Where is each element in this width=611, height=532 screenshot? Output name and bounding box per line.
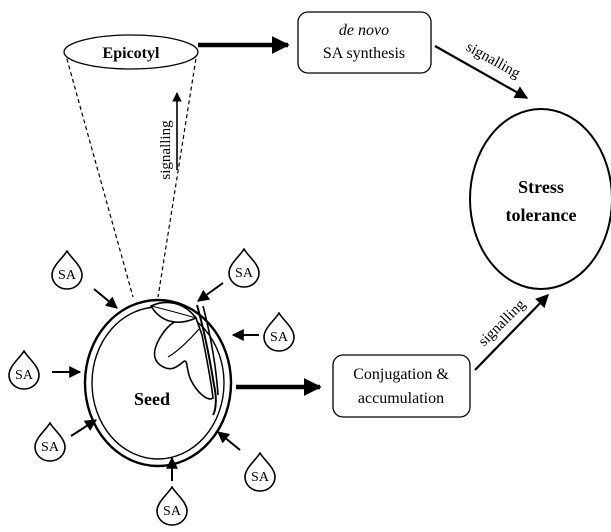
de-novo-sa-synthesis-node: de novo SA synthesis bbox=[297, 11, 432, 74]
epicotyl-cone-right-line bbox=[157, 51, 198, 298]
sa-drop-top-right: SA bbox=[197, 248, 260, 302]
stress-tolerance-ellipse bbox=[469, 108, 611, 290]
stress-line2: tolerance bbox=[506, 205, 577, 225]
sa-drop-arrow bbox=[70, 419, 98, 437]
seed-label: Seed bbox=[134, 389, 170, 409]
conjugation-box bbox=[332, 354, 471, 418]
sa-drop-arrow bbox=[217, 431, 241, 451]
sa-drop-top-left: SA bbox=[51, 250, 118, 309]
sa-drop-label: SA bbox=[15, 368, 34, 383]
conjugation-accumulation-node: Conjugation & accumulation bbox=[332, 354, 471, 418]
sa-drop-left: SA bbox=[8, 350, 82, 390]
signalling-top-right-label: signalling bbox=[463, 39, 523, 82]
sa-drop-label: SA bbox=[163, 504, 182, 519]
seed-node: Seed bbox=[83, 298, 233, 468]
stress-line1: Stress bbox=[518, 177, 564, 197]
conjugation-to-stress-arrow bbox=[474, 294, 549, 371]
sa-drop-label: SA bbox=[270, 330, 289, 345]
sa-drop-bottom-left: SA bbox=[34, 419, 98, 462]
sa-drop-right: SA bbox=[231, 312, 295, 352]
sa-drop-label: SA bbox=[58, 268, 77, 283]
synthesis-line2: SA synthesis bbox=[323, 45, 405, 62]
sa-drop-bottom: SA bbox=[156, 456, 188, 526]
synthesis-line1: de novo bbox=[339, 22, 389, 39]
seedling-sketch bbox=[149, 301, 219, 416]
conjugation-line2: accumulation bbox=[358, 390, 444, 407]
epicotyl-cone-left-line bbox=[64, 51, 134, 298]
signalling-vertical-label: signalling bbox=[158, 120, 174, 180]
stress-tolerance-node: Stress tolerance bbox=[469, 108, 611, 290]
epicotyl-ellipse bbox=[63, 34, 199, 70]
synthesis-to-stress-arrow bbox=[434, 45, 529, 99]
sa-drop-bottom-right: SA bbox=[217, 431, 276, 492]
epicotyl-label: Epicotyl bbox=[103, 45, 160, 62]
sa-drop-label: SA bbox=[251, 470, 270, 485]
sa-drop-label: SA bbox=[41, 440, 60, 455]
sa-drop-label: SA bbox=[235, 266, 254, 281]
sa-drop-arrow bbox=[93, 288, 118, 309]
synthesis-box bbox=[297, 11, 432, 74]
sa-drop-arrow bbox=[197, 282, 224, 302]
epicotyl-node: Epicotyl bbox=[63, 34, 199, 70]
conjugation-line1: Conjugation & bbox=[353, 366, 449, 383]
